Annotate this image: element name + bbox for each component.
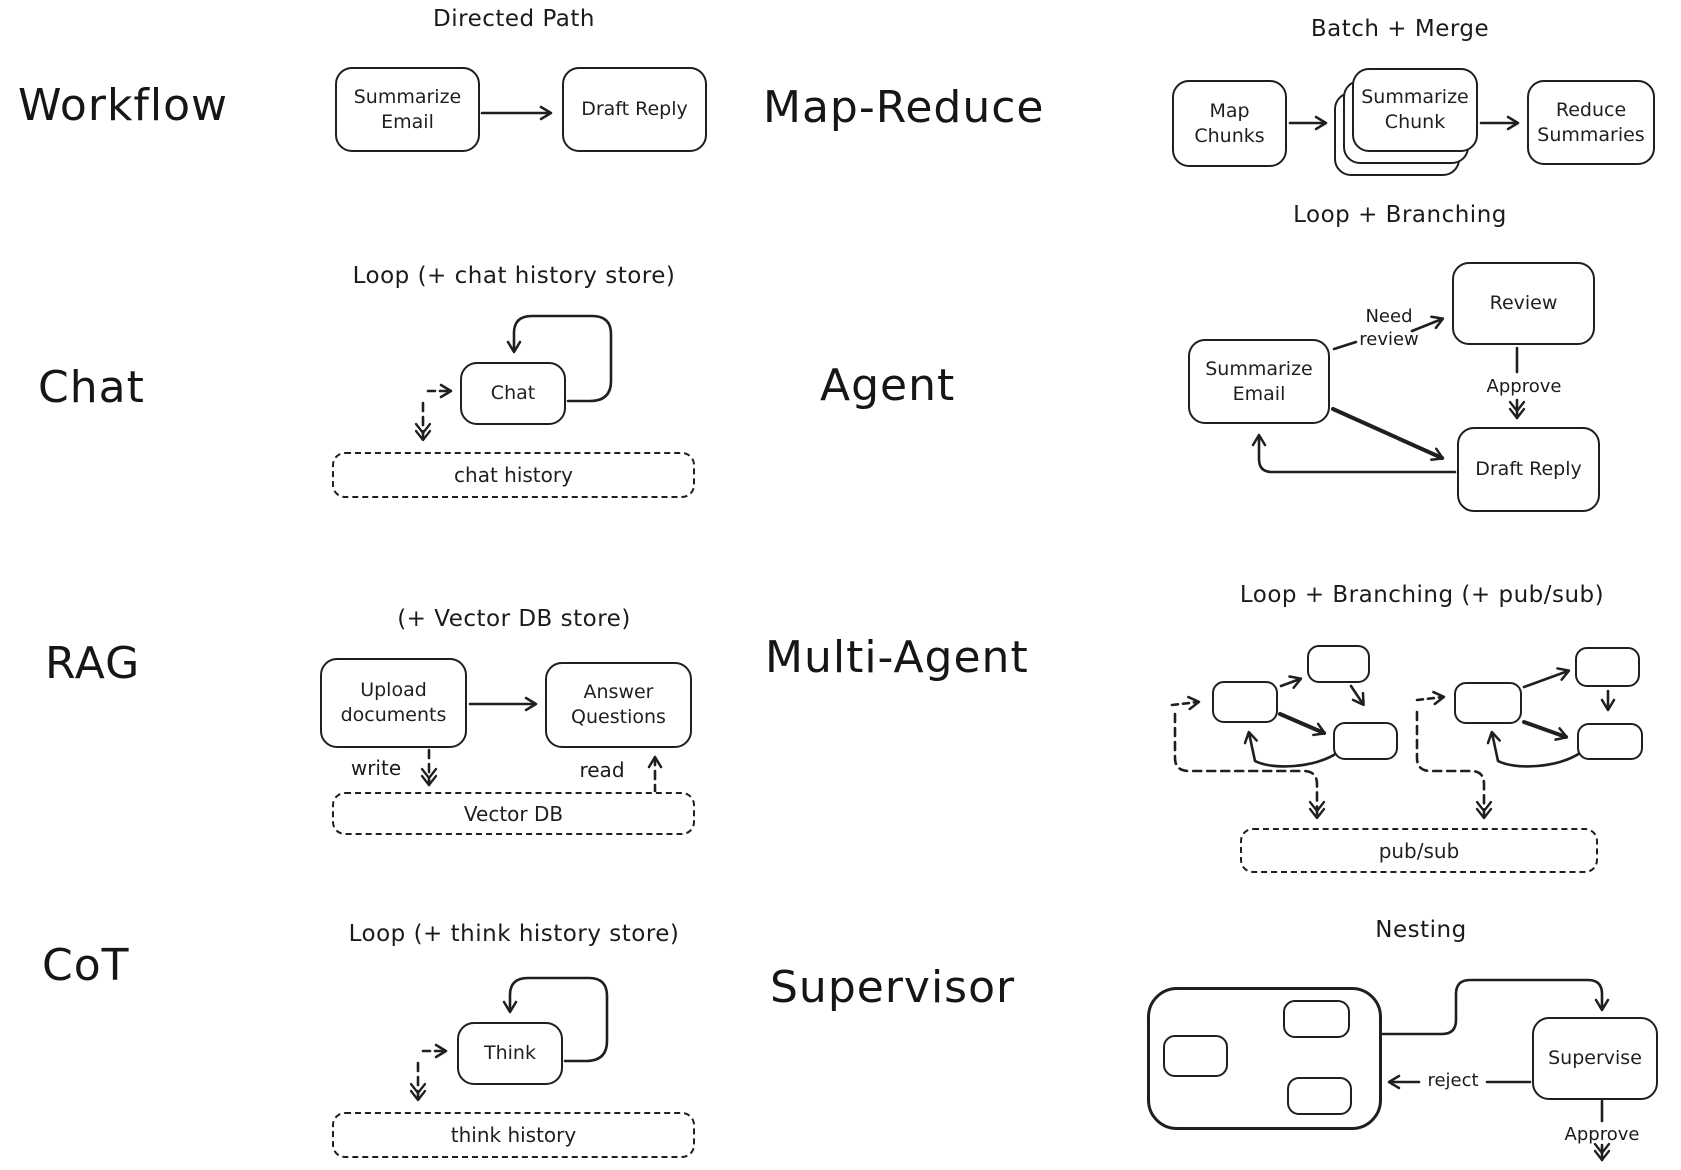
store-pub-sub: pub/sub [1240,828,1598,873]
ma-right-node-a [1454,682,1522,724]
agent-loop-back [1251,433,1457,474]
node-agent-draft-reply: Draft Reply [1457,427,1600,512]
ma-left-edge-down [1349,684,1365,707]
workflow-label: Workflow [18,80,229,131]
store-think-history: think history [332,1112,695,1158]
agent-pattern-title: Loop + Branching [1293,202,1507,228]
node-summarize-email: Summarize Email [335,67,480,152]
node-review: Review [1452,262,1595,345]
node-draft-reply: Draft Reply [562,67,707,152]
ma-left-entry-arrow [1170,695,1201,711]
cot-pattern-title: Loop (+ think history store) [348,921,680,947]
agent-label: Agent [820,360,956,411]
ma-left-node-a [1212,681,1278,723]
node-supervise: Supervise [1532,1017,1658,1100]
node-chat: Chat [460,362,566,425]
ma-right-edge-top [1522,667,1571,689]
node-upload-documents: Upload documents [320,658,467,748]
rag-label: RAG [45,638,141,689]
workflow-pattern-title: Directed Path [433,6,595,32]
store-chat-history: chat history [332,452,695,498]
supervisor-pattern-title: Nesting [1375,917,1467,943]
edge-label-reject: reject [1427,1070,1479,1091]
edge-label-write: write [350,756,402,780]
node-map-chunks: Map Chunks [1172,80,1287,167]
sup-inner-node-b [1283,1000,1350,1038]
store-vector-db: Vector DB [332,792,695,835]
ma-left-store-path [1173,712,1326,820]
ma-right-store-path [1415,710,1493,820]
ma-left-edge-thick [1278,712,1327,737]
ma-left-edge-top [1279,675,1303,689]
ma-left-node-b [1307,645,1370,683]
agent-draft-arrow [1331,407,1445,462]
multi-agent-pattern-title: Loop + Branching (+ pub/sub) [1239,582,1605,608]
ma-right-node-c [1577,723,1643,760]
ma-right-loop-back [1486,730,1582,768]
edge-label-need-review: Need review [1359,306,1419,350]
ma-left-loop-back [1243,730,1339,768]
node-answer-questions: Answer Questions [545,662,692,748]
node-reduce-summaries: Reduce Summaries [1527,80,1655,165]
sup-inner-node-c [1287,1077,1352,1115]
edge-label-supervisor-approve: Approve [1564,1124,1640,1145]
ma-right-node-b [1575,647,1640,687]
chat-label: Chat [38,362,145,413]
rag-pattern-title: (+ Vector DB store) [397,606,631,632]
cot-label: CoT [42,940,130,991]
map-reduce-pattern-title: Batch + Merge [1310,16,1490,42]
node-summarize-chunk: Summarize Chunk [1352,68,1478,152]
edge-label-approve: Approve [1486,376,1562,397]
ma-right-edge-thick [1522,720,1569,741]
chat-pattern-title: Loop (+ chat history store) [352,263,676,289]
edge-label-read: read [579,758,625,782]
node-agent-summarize-email: Summarize Email [1188,339,1330,424]
multi-agent-label: Multi-Agent [765,632,1029,683]
node-think: Think [457,1022,563,1085]
supervisor-label: Supervisor [770,962,1016,1013]
ma-right-entry-arrow [1415,690,1446,706]
sup-inner-node-a [1163,1035,1228,1077]
map-reduce-label: Map-Reduce [763,82,1045,133]
ma-left-node-c [1333,722,1398,760]
